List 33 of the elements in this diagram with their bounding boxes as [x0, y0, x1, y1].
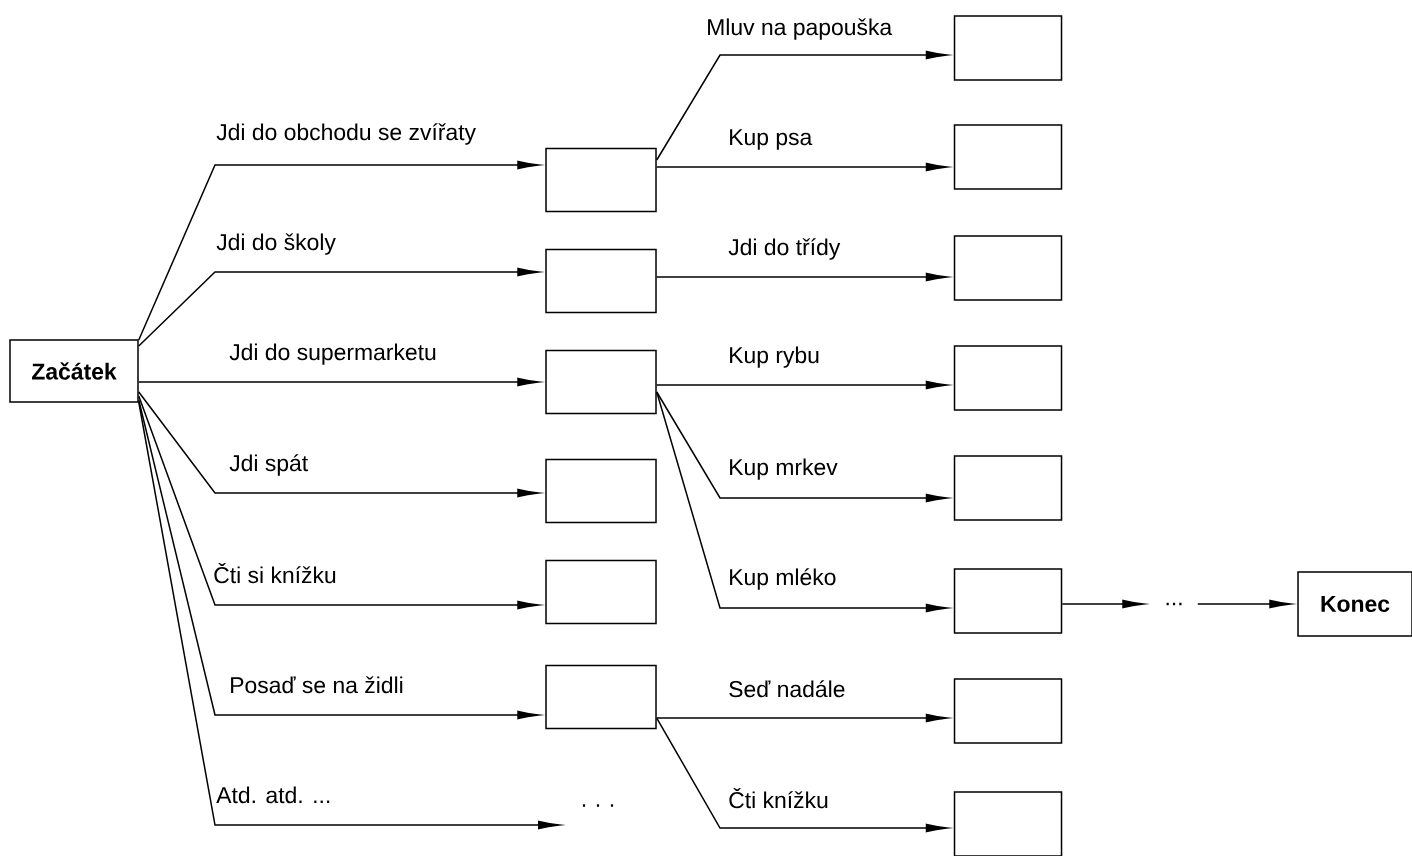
empty-box	[953, 15, 1063, 81]
empty-box	[953, 235, 1063, 301]
edge-label: Posaď se na židli	[228, 675, 405, 695]
edge-label: Kup mléko	[727, 567, 838, 591]
empty-box	[953, 455, 1063, 521]
edge-label: Atd. atd. ...	[215, 785, 333, 805]
edge-label: Jdi spát	[228, 453, 310, 477]
empty-box	[545, 147, 657, 213]
edge-label: Jdi do obchodu se zvířaty	[215, 122, 478, 146]
edge-label: Čti knížku	[727, 787, 830, 810]
ellipsis-text: ...	[1166, 602, 1182, 606]
edge-label: Jdi do supermarketu	[228, 342, 438, 366]
edge-label: Kup rybu	[727, 345, 821, 369]
empty-box	[953, 124, 1063, 190]
empty-box	[545, 248, 657, 314]
edge-label: Mluv na papouška	[705, 17, 894, 41]
empty-box	[545, 349, 657, 415]
empty-box	[545, 664, 657, 730]
empty-box	[953, 678, 1063, 744]
terminal-box: Konec	[1297, 571, 1412, 637]
edge-label: Jdi do školy	[215, 232, 337, 256]
edge-label: Čti si knížku	[212, 562, 338, 585]
edge-label: Kup psa	[727, 128, 814, 151]
empty-box	[953, 568, 1063, 634]
edge-label: Seď nadále	[727, 679, 847, 699]
edge-label: Jdi do třídy	[727, 237, 842, 261]
empty-box	[545, 559, 657, 625]
edge-label: Kup mrkev	[727, 457, 839, 481]
ellipsis-text: · · ·	[582, 804, 614, 807]
empty-box	[953, 345, 1063, 411]
terminal-box: Začátek	[9, 339, 139, 403]
empty-box	[953, 791, 1063, 856]
empty-box	[545, 458, 657, 524]
